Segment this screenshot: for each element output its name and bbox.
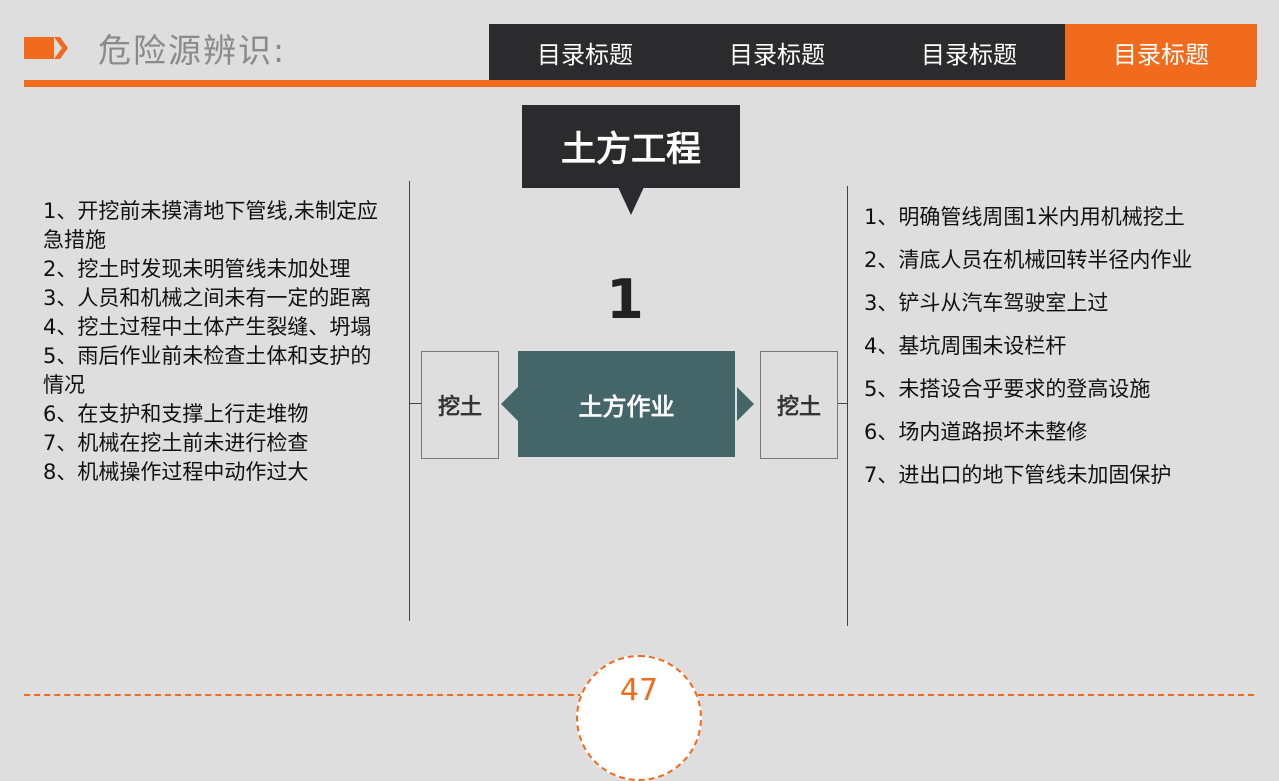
list-item: 1、明确管线周围1米内用机械挖土	[864, 205, 1185, 229]
footer-line-right	[698, 694, 1254, 696]
tab-1[interactable]: 目录标题	[489, 24, 681, 80]
list-item: 4、挖土过程中土体产生裂缝、坍塌	[43, 315, 372, 339]
list-item: 7、机械在挖土前未进行检查	[43, 431, 309, 455]
section-number: 1	[606, 268, 644, 331]
list-item: 8、机械操作过程中动作过大	[43, 460, 309, 484]
hazard-list: 1、开挖前未摸清地下管线,未制定应急措施 2、挖土时发现未明管线未加处理 3、人…	[43, 197, 388, 487]
tab-bar: 目录标题 目录标题 目录标题 目录标题	[489, 24, 1257, 80]
measure-list: 1、明确管线周围1米内用机械挖土 2、清底人员在机械回转半径内作业 3、铲斗从汽…	[864, 196, 1244, 497]
list-item: 6、在支护和支撑上行走堆物	[43, 402, 309, 426]
tab-2[interactable]: 目录标题	[681, 24, 873, 80]
page-title: 危险源辨识:	[98, 31, 287, 70]
left-box: 挖土	[421, 351, 499, 459]
tab-3[interactable]: 目录标题	[873, 24, 1065, 80]
list-item: 3、铲斗从汽车驾驶室上过	[864, 291, 1109, 315]
right-arrow	[737, 387, 754, 421]
list-item: 5、雨后作业前未检查土体和支护的情况	[43, 344, 372, 397]
right-connector-line	[837, 403, 847, 404]
footer-line-left	[24, 694, 584, 696]
list-item: 7、进出口的地下管线未加固保护	[864, 463, 1172, 487]
list-item: 2、清底人员在机械回转半径内作业	[864, 248, 1193, 272]
section-title-box: 土方工程	[522, 105, 740, 188]
list-item: 4、基坑周围未设栏杆	[864, 334, 1067, 358]
left-divider-line	[409, 181, 410, 621]
double-chevron-right-icon	[24, 37, 68, 59]
header-divider	[24, 80, 1256, 87]
title-pointer	[618, 187, 644, 215]
right-box: 挖土	[760, 351, 838, 459]
page-number: 47	[619, 673, 659, 708]
list-item: 1、开挖前未摸清地下管线,未制定应急措施	[43, 199, 379, 252]
list-item: 5、未搭设合乎要求的登高设施	[864, 377, 1151, 401]
tab-4-active[interactable]: 目录标题	[1065, 24, 1257, 80]
left-arrow	[501, 387, 518, 421]
left-connector-line	[409, 403, 421, 404]
center-box: 土方作业	[518, 351, 735, 457]
list-item: 6、场内道路损坏未整修	[864, 420, 1088, 444]
list-item: 3、人员和机械之间未有一定的距离	[43, 286, 372, 310]
right-divider-line	[847, 186, 848, 626]
list-item: 2、挖土时发现未明管线未加处理	[43, 257, 351, 281]
